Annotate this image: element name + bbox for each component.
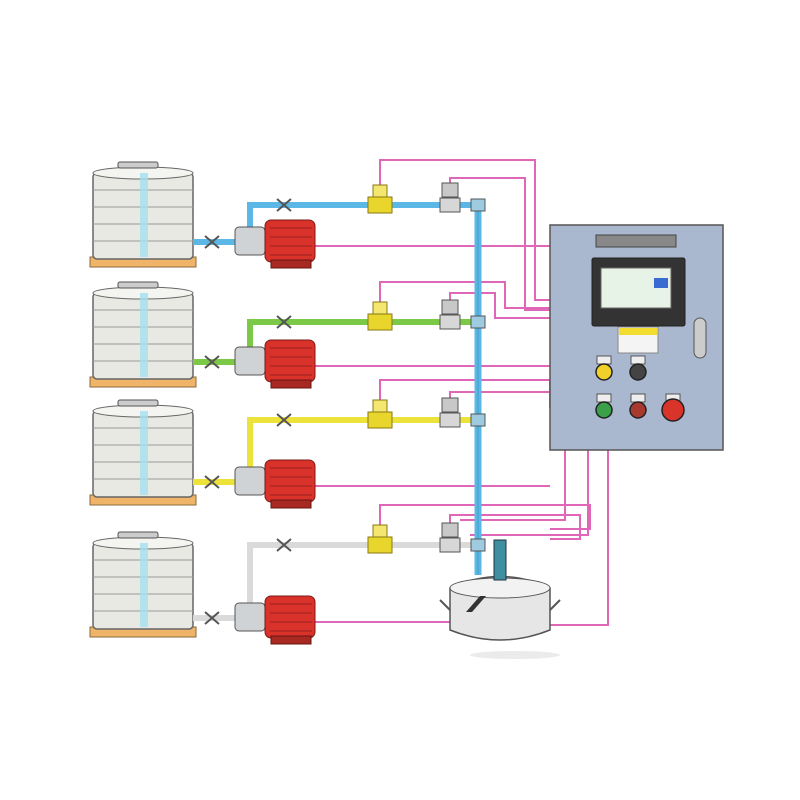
screen-widget <box>654 278 668 288</box>
valve-signal-wire <box>449 177 550 311</box>
solenoid-coil <box>441 299 459 315</box>
solenoid-valve-icon <box>439 537 461 553</box>
emergency-stop-button[interactable] <box>661 398 685 422</box>
pump-volute <box>234 226 266 256</box>
solenoid-coil <box>441 522 459 538</box>
ball-valve-icon <box>204 235 220 249</box>
tank-handle <box>117 281 159 289</box>
solenoid-coil <box>441 397 459 413</box>
flowmeter-signal-wire <box>379 504 591 530</box>
flowmeter-icon <box>367 196 393 214</box>
panel-nameplate <box>595 234 677 248</box>
pump-icon <box>264 595 316 639</box>
panel-output-wires <box>460 450 609 626</box>
push-button[interactable] <box>595 363 613 381</box>
pump-base <box>270 635 312 645</box>
pump-volute <box>234 602 266 632</box>
pump-icon <box>264 219 316 263</box>
tee-fitting <box>470 413 486 427</box>
ball-valve-icon <box>276 198 292 212</box>
flowmeter-head <box>372 301 388 315</box>
ball-valve-icon <box>276 413 292 427</box>
ball-valve-icon <box>276 315 292 329</box>
push-button[interactable] <box>629 401 647 419</box>
level-gauge <box>140 293 148 377</box>
tank-handle <box>117 399 159 407</box>
flowmeter-signal-wire <box>379 159 550 301</box>
flowmeter-head <box>372 184 388 198</box>
solenoid-valve-icon <box>439 412 461 428</box>
feed-line-2 <box>89 281 486 389</box>
flowmeter-head <box>372 524 388 538</box>
feed-line-4 <box>89 522 486 645</box>
feed-line-3 <box>89 397 486 509</box>
reactor-leg <box>439 599 561 611</box>
flowmeter-signal-wire <box>379 281 550 309</box>
valve-signal-wire <box>449 514 581 540</box>
valve-signal-wire <box>449 391 551 408</box>
tank-handle <box>117 531 159 539</box>
reactor-vessel-icon <box>439 539 561 659</box>
sight-glass <box>466 596 486 612</box>
solenoid-valve-icon <box>439 197 461 213</box>
ball-valve-icon <box>204 355 220 369</box>
shadow <box>470 651 560 659</box>
button-label-plate <box>630 393 646 403</box>
pump-volute <box>234 346 266 376</box>
feed-line-1 <box>89 161 486 269</box>
ball-valve-icon <box>204 475 220 489</box>
pump-icon <box>264 459 316 503</box>
level-gauge <box>140 411 148 495</box>
level-gauge <box>140 543 148 627</box>
tee-fitting <box>470 315 486 329</box>
feed-lines <box>89 161 486 645</box>
flowmeter-head <box>372 399 388 413</box>
solenoid-coil <box>441 182 459 198</box>
valve-signal-wire <box>449 292 550 319</box>
level-gauge <box>140 173 148 257</box>
discharge-pipe <box>247 202 478 230</box>
tee-fitting <box>470 198 486 212</box>
discharge-pipe <box>247 319 478 350</box>
door-handle <box>693 317 707 359</box>
button-label-plate <box>596 393 612 403</box>
discharge-pipe <box>247 542 478 606</box>
flowmeter-icon <box>367 536 393 554</box>
pump-volute <box>234 466 266 496</box>
signal-wires <box>310 159 609 626</box>
push-button[interactable] <box>595 401 613 419</box>
button-label-plate <box>630 355 646 365</box>
ball-valve-icon <box>276 538 292 552</box>
agitator-motor <box>493 539 507 581</box>
pump-base <box>270 259 312 269</box>
discharge-pipe <box>247 417 478 470</box>
ball-valve-icon <box>204 611 220 625</box>
reactor-lid <box>449 577 551 599</box>
pump-base <box>270 379 312 389</box>
flowmeter-icon <box>367 313 393 331</box>
tank-handle <box>117 161 159 169</box>
selector-switch[interactable] <box>629 363 647 381</box>
button-label-plate <box>596 355 612 365</box>
solenoid-valve-icon <box>439 314 461 330</box>
warning-label-header <box>619 328 657 335</box>
pump-icon <box>264 339 316 383</box>
control-panel <box>549 224 724 451</box>
tee-fitting <box>470 538 486 552</box>
flowmeter-icon <box>367 411 393 429</box>
pump-base <box>270 499 312 509</box>
